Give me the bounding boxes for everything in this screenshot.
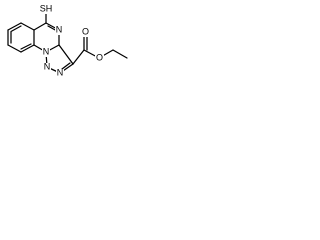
benzene-double-bond-inner-1 (10, 25, 22, 33)
ring-nitrogen-top-background (55, 26, 63, 35)
ring-nitrogen-bottom-label: N (43, 46, 50, 56)
ethyl-bond-2 (112, 49, 128, 59)
atom-labels: SH N N N N O O (38, 3, 104, 78)
triazole-nitrogen-right-label: N (57, 67, 64, 77)
ester-oxygen-single-label: O (96, 52, 103, 62)
benzene-double-bond-inner-2 (20, 43, 32, 50)
ester-oxygen-single-background (95, 54, 104, 63)
ring-bond-benzene-top (33, 22, 47, 31)
benzene-bond-1 (7, 22, 22, 31)
ester-oxygen-double-label: O (82, 26, 89, 36)
ester-bond-ring-carbon (72, 49, 85, 65)
molecule-svg: SH N N N N O O (7, 3, 128, 78)
benzene-bond-4 (20, 44, 35, 53)
benzene-bond-2 (20, 22, 35, 31)
triazole-double-bond-inner (61, 62, 71, 70)
triazole-nitrogen-left-background (43, 63, 51, 72)
ester-oxygen-double-background (81, 28, 90, 37)
sulfur-label-background (38, 4, 53, 14)
ring-nitrogen-bottom-background (42, 48, 50, 57)
triazole-nitrogen-right-background (56, 69, 64, 78)
chemical-structure-diagram: SH N N N N O O (0, 0, 134, 95)
sulfur-group-label: SH (40, 3, 53, 13)
bond-lines (7, 12, 128, 74)
triazole-bond-4 (58, 44, 74, 65)
benzene-bond-5 (7, 44, 22, 53)
triazole-nitrogen-left-label: N (44, 61, 51, 71)
ring-nitrogen-top-label: N (56, 24, 63, 34)
